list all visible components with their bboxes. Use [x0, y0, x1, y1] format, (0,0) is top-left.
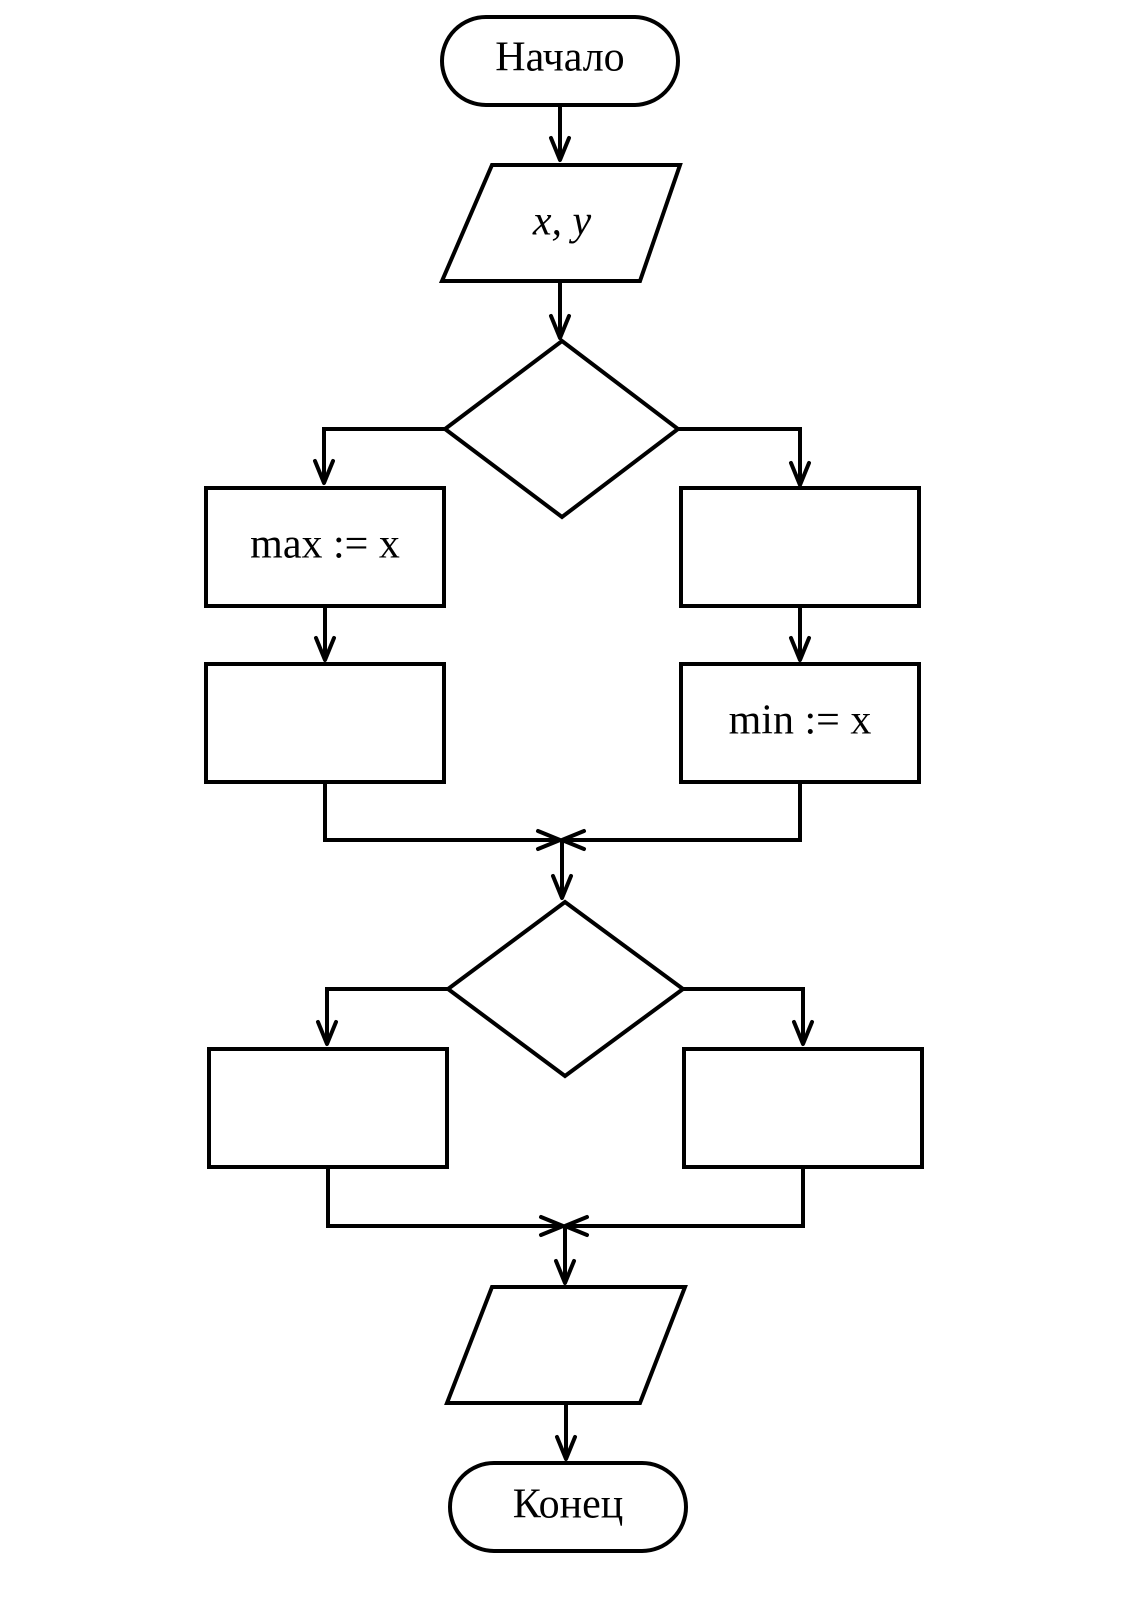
decision-2-right-branch [683, 987, 814, 1046]
input-label: x, y [532, 199, 592, 245]
arrow-right-top-to-right-bottom [789, 606, 811, 662]
decision-1-right-branch [678, 427, 811, 487]
arrow-input-to-decision-1 [549, 281, 571, 340]
right-bottom-process: min := x [679, 662, 921, 784]
decision-1-left-branch [313, 427, 445, 485]
decision-2-left-branch [316, 987, 448, 1046]
left-top-process: max := x [204, 486, 446, 608]
start-label: Начало [495, 35, 624, 81]
left-bottom-process [204, 662, 446, 784]
arrow-left-top-to-left-bottom [314, 606, 336, 662]
left-process-2 [207, 1047, 449, 1169]
arrow-output-to-end [555, 1403, 577, 1461]
merge-1 [323, 782, 802, 851]
end-label: Конец [513, 1482, 624, 1528]
output-parallelogram [444, 1285, 688, 1405]
start-terminal: Начало [440, 15, 680, 107]
right-process-2 [682, 1047, 924, 1169]
left-top-label: max := x [250, 522, 400, 568]
arrow-merge-1-to-decision-2 [551, 840, 573, 900]
arrow-start-to-input [549, 105, 571, 162]
merge-2 [326, 1167, 805, 1237]
decision-2 [444, 899, 687, 1079]
input-parallelogram: x, y [438, 163, 683, 283]
decision-1 [441, 338, 682, 520]
arrow-merge-2-to-output [554, 1226, 576, 1285]
end-terminal: Конец [448, 1461, 688, 1553]
right-top-process [679, 486, 921, 608]
right-bottom-label: min := x [729, 698, 872, 744]
